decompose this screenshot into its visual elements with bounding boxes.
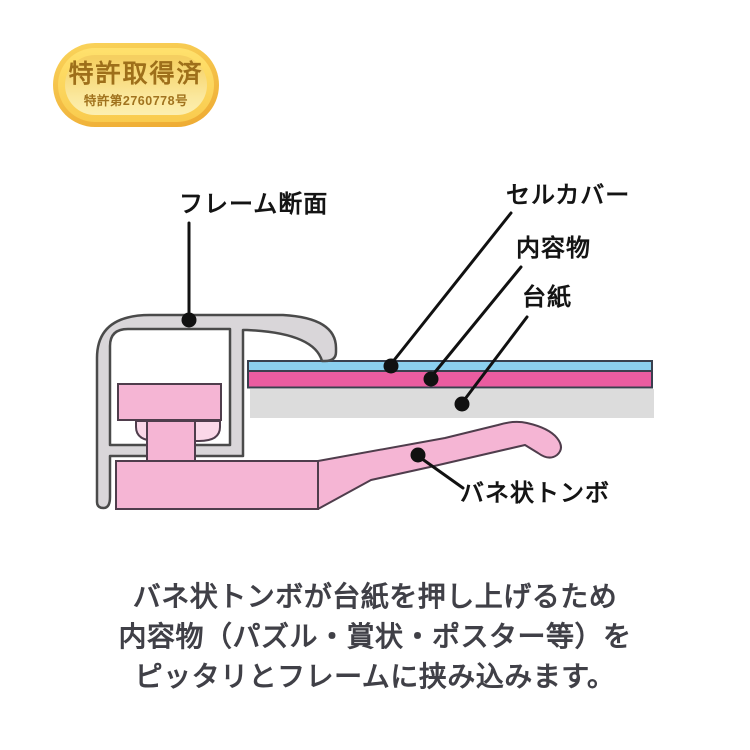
leader-line-spring bbox=[416, 454, 465, 490]
mount-board-layer bbox=[250, 389, 654, 418]
dot-cover bbox=[383, 358, 399, 374]
leader-line-cover bbox=[389, 211, 513, 366]
patent-badge-face: 特許取得済 特許第2760778号 bbox=[65, 55, 207, 115]
label-contents: 内容物 bbox=[516, 235, 591, 262]
label-frame-section: フレーム断面 bbox=[179, 191, 329, 218]
description-line-3: ピッタリとフレームに挟み込みます。 bbox=[134, 661, 616, 692]
dot-board bbox=[454, 396, 470, 412]
label-mount-board: 台紙 bbox=[522, 284, 572, 311]
patent-badge: 特許取得済 特許第2760778号 bbox=[53, 43, 219, 127]
dot-spring bbox=[410, 447, 426, 463]
patent-badge-title: 特許取得済 bbox=[68, 60, 204, 89]
contents-layer bbox=[247, 369, 653, 389]
spring-stem-shape bbox=[146, 420, 196, 462]
leader-dots bbox=[181, 312, 470, 463]
spring-tombo-arm-shape bbox=[317, 420, 562, 510]
description-paragraph: バネ状トンボが台紙を押し上げるため 内容物（パズル・賞状・ポスター等）を ピッタ… bbox=[0, 577, 750, 697]
description-line-1: バネ状トンボが台紙を押し上げるため bbox=[132, 581, 618, 612]
label-cell-cover: セルカバー bbox=[506, 182, 631, 209]
patent-number: 特許第2760778号 bbox=[83, 93, 189, 108]
cell-cover-layer bbox=[247, 360, 653, 372]
leader-line-board bbox=[460, 315, 529, 405]
label-spring-tombo: バネ状トンボ bbox=[460, 480, 610, 507]
frame-profile-shape bbox=[95, 313, 338, 510]
dot-frame bbox=[181, 312, 197, 328]
leader-lines bbox=[187, 211, 529, 490]
leader-line-contents bbox=[429, 265, 523, 379]
spring-block-shape bbox=[117, 383, 222, 421]
patent-badge-ring: 特許取得済 特許第2760778号 bbox=[58, 48, 214, 122]
description-line-2: 内容物（パズル・賞状・ポスター等）を bbox=[118, 621, 632, 652]
dot-contents bbox=[423, 371, 439, 387]
spring-base-shape bbox=[115, 460, 319, 510]
